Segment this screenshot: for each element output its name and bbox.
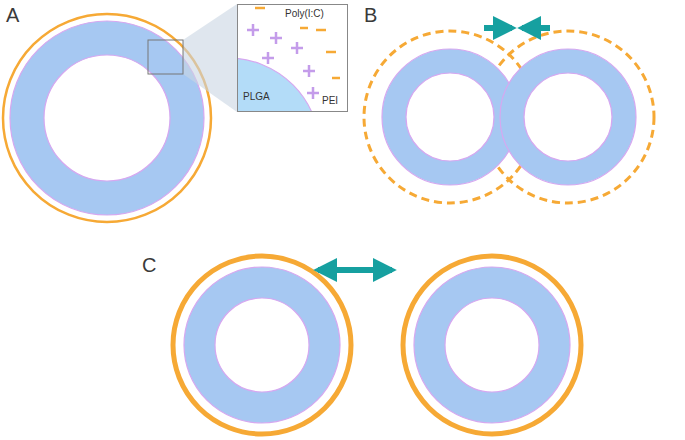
positive-charges — [247, 24, 319, 99]
zoom-square — [148, 40, 183, 74]
particle-core — [524, 73, 612, 161]
pei-coating-dense — [173, 256, 351, 434]
attraction-arrow — [522, 25, 550, 31]
negative-charges — [255, 8, 340, 78]
particle-core — [406, 73, 494, 161]
charge-label: Poly(I:C) — [285, 8, 324, 19]
pei-coating-loose — [482, 31, 654, 203]
plga-shell — [414, 267, 570, 423]
repulsion-arrow — [318, 267, 392, 273]
particle-core — [445, 298, 539, 392]
pei-coating-dense — [403, 256, 581, 434]
pei-coating — [3, 14, 211, 222]
material-label: PEI — [322, 95, 338, 106]
panel-letter: C — [142, 254, 156, 277]
plga-shell — [382, 49, 518, 185]
inset-plga — [237, 58, 320, 112]
inset-box: Poly(I:C) PLGA PEI — [237, 4, 348, 112]
material-label: PLGA — [243, 91, 270, 102]
panel-letter: B — [364, 4, 377, 27]
plga-shell — [500, 49, 636, 185]
particle-core — [215, 298, 309, 392]
attraction-arrow — [484, 25, 512, 31]
plga-shell — [10, 21, 204, 215]
zoom-wedge — [183, 4, 237, 112]
plga-shell — [184, 267, 340, 423]
panel-letter: A — [6, 4, 19, 27]
